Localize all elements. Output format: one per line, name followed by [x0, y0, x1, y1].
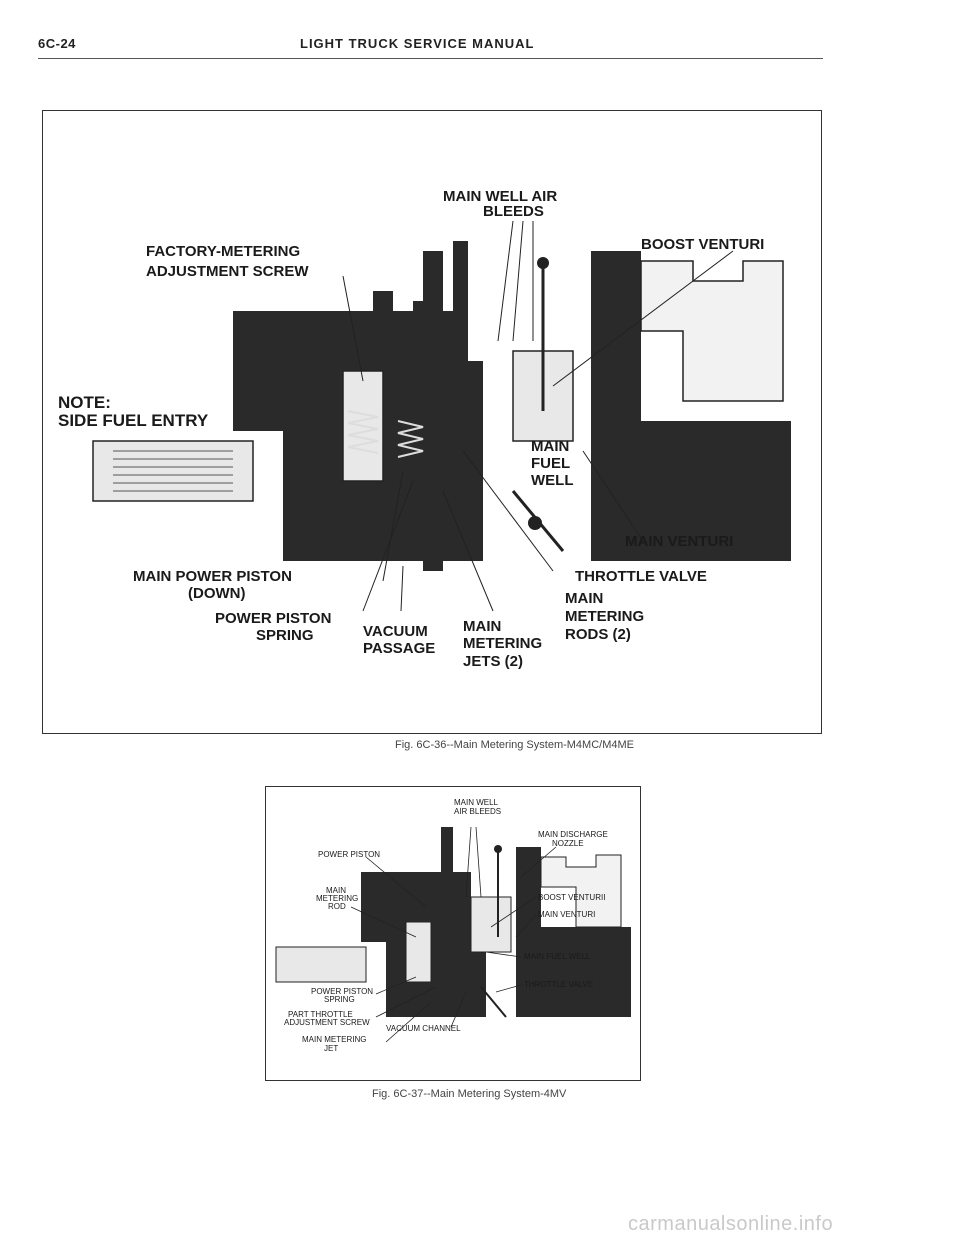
label-vacuum-channel: VACUUM CHANNEL — [386, 1024, 461, 1033]
running-title: LIGHT TRUCK SERVICE MANUAL — [300, 36, 535, 51]
label-part-throttle: PART THROTTLE — [288, 1010, 353, 1019]
label-vacuum: VACUUM — [363, 623, 428, 640]
label-bleeds: BLEEDS — [483, 203, 544, 220]
label-main-power-piston: MAIN POWER PISTON — [133, 568, 292, 585]
figure1-caption: Fig. 6C-36--Main Metering System-M4MC/M4… — [395, 739, 634, 751]
label-adjustment-screw: ADJUSTMENT SCREW — [284, 1018, 370, 1027]
label-main-metering: MAIN METERING — [302, 1035, 366, 1044]
label-jet: JET — [324, 1044, 338, 1053]
label-main-rods-3: RODS (2) — [565, 626, 631, 643]
label-main-fuel-well: MAIN FUEL WELL — [524, 952, 591, 961]
label-power-piston-2: POWER PISTON — [311, 987, 373, 996]
label-rod: ROD — [328, 902, 346, 911]
label-air-bleeds: AIR BLEEDS — [454, 807, 501, 816]
label-main-jets-2: METERING — [463, 635, 542, 652]
label-metering: METERING — [316, 894, 358, 903]
label-adjustment-screw: ADJUSTMENT SCREW — [146, 263, 309, 280]
label-throttle-valve: THROTTLE VALVE — [575, 568, 707, 585]
carburetor-diagram-2: MAIN WELL AIR BLEEDS MAIN DISCHARGE NOZZ… — [275, 798, 631, 1053]
label-main-rods-2: METERING — [565, 608, 644, 625]
figure-main-metering-4mv: MAIN WELL AIR BLEEDS MAIN DISCHARGE NOZZ… — [265, 786, 641, 1081]
label-power-piston: POWER PISTON — [215, 610, 331, 627]
label-main-fuel-well-2: FUEL — [531, 455, 570, 472]
label-nozzle: NOZZLE — [552, 839, 584, 848]
label-main-venturi: MAIN VENTURI — [625, 533, 733, 550]
page-number: 6C-24 — [38, 36, 76, 51]
label-main-well: MAIN WELL — [454, 798, 499, 807]
label-boost-venturi: BOOST VENTURI — [641, 236, 764, 253]
label-spring: SPRING — [256, 627, 314, 644]
label-power-piston: POWER PISTON — [318, 850, 380, 859]
label-main-jets-3: JETS (2) — [463, 653, 523, 670]
label-boost-venturi: BOOST VENTURII — [538, 893, 605, 902]
watermark: carmanualsonline.info — [628, 1213, 834, 1235]
label-main-jets-1: MAIN — [463, 618, 501, 635]
label-main-rods-1: MAIN — [565, 590, 603, 607]
label-main-venturi: MAIN VENTURI — [538, 910, 595, 919]
label-throttle-valve: THROTTLE VALVE — [524, 980, 593, 989]
label-main-well-air: MAIN WELL AIR — [443, 188, 557, 205]
header-rule — [38, 58, 823, 59]
label-main: MAIN — [326, 886, 346, 895]
label-side-fuel-entry: SIDE FUEL ENTRY — [58, 411, 209, 430]
label-down: (DOWN) — [188, 585, 245, 602]
label-passage: PASSAGE — [363, 640, 435, 657]
label-main-fuel-well-1: MAIN — [531, 438, 569, 455]
label-spring: SPRING — [324, 995, 355, 1004]
figure2-caption: Fig. 6C-37--Main Metering System-4MV — [372, 1088, 567, 1100]
figure-main-metering-m4mc: MAIN WELL AIR BLEEDS FACTORY-METERING AD… — [42, 110, 822, 734]
label-note: NOTE: — [58, 393, 111, 412]
carburetor-diagram-1: MAIN WELL AIR BLEEDS FACTORY-METERING AD… — [58, 188, 791, 670]
label-main-fuel-well-3: WELL — [531, 472, 574, 489]
label-main-discharge: MAIN DISCHARGE — [538, 830, 608, 839]
label-factory-metering: FACTORY-METERING — [146, 243, 300, 260]
